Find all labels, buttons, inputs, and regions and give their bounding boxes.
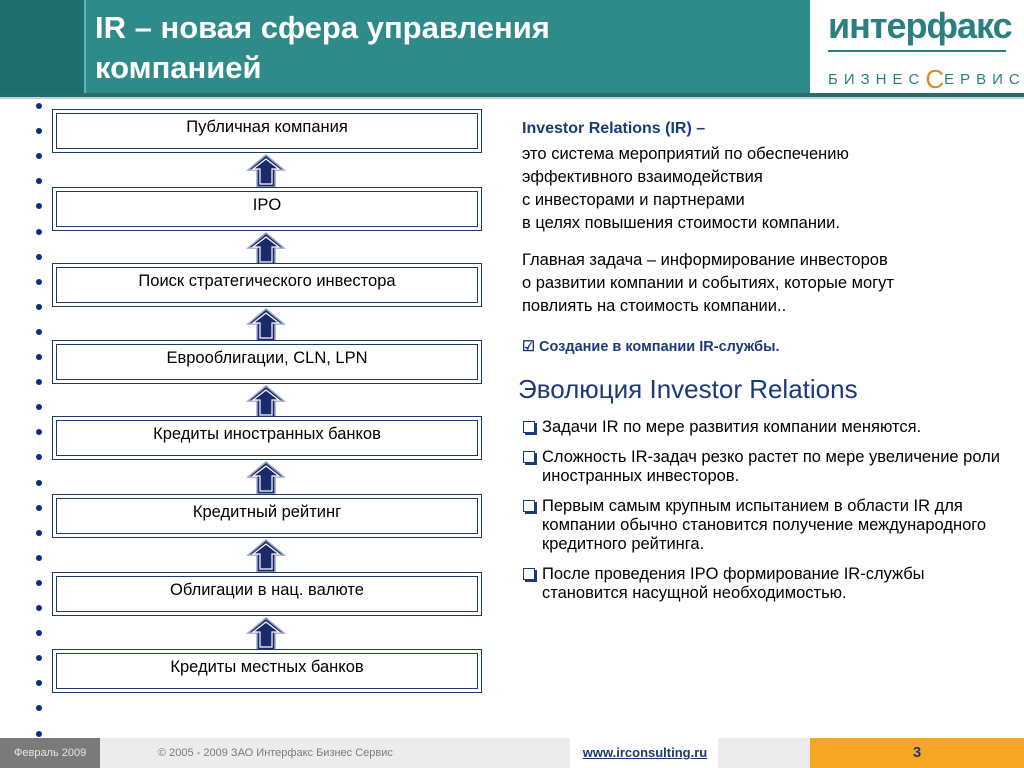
footer-copyright: © 2005 - 2009 ЗАО Интерфакс Бизнес Серви… [100, 738, 480, 768]
flow-step-box: Облигации в нац. валюте [52, 572, 482, 616]
bullet-dot-icon [36, 253, 42, 260]
bullet-dot-icon [36, 328, 42, 335]
bullet-dot-icon [36, 655, 42, 662]
flow-step-box: IPO [52, 187, 482, 231]
create-ir-service-text: Создание в компании IR-службы. [539, 339, 780, 355]
page-title-line2: компанией [95, 50, 262, 85]
bullet-dot-icon [36, 730, 42, 737]
bullet-dot-icon [36, 504, 42, 511]
up-arrow-icon [246, 539, 286, 573]
list-item: Сложность IR-задач резко растет по мере … [522, 448, 1002, 486]
bullet-dot-icon [36, 178, 42, 185]
interfax-logo: интерфакс БИЗНЕССЕРВИС [810, 0, 1024, 94]
list-item: После проведения IPO формирование IR-слу… [522, 565, 1002, 603]
square-bullet-icon [523, 421, 535, 433]
ir-definition-text: это система мероприятий по обеспечению э… [522, 145, 849, 232]
header-left-stripe [0, 0, 84, 93]
bullet-dot-icon [36, 228, 42, 235]
bullet-dot-icon [36, 404, 42, 411]
header-bottom-rule [0, 93, 1024, 97]
bullet-dot-icon [36, 529, 42, 536]
page-title-line1: IR – новая сфера управления [95, 10, 550, 45]
header-bottom-rule-light [0, 97, 1024, 99]
footer-date: Февраль 2009 [0, 738, 100, 768]
bullet-dot-icon [36, 153, 42, 160]
flow-step-box: Кредитный рейтинг [52, 494, 482, 538]
ir-definition-title: Investor Relations (IR) – [522, 120, 706, 137]
flow-step-box: Поиск стратегического инвестора [52, 263, 482, 307]
bullet-dot-icon [36, 705, 42, 712]
list-item: Первым самым крупным испытанием в област… [522, 497, 1002, 554]
evolution-list: Задачи IR по мере развития компании меня… [522, 418, 1002, 614]
bullet-dot-icon [36, 630, 42, 637]
bullet-dot-icon [36, 454, 42, 461]
header-divider [84, 0, 86, 93]
bullet-dot-icon [36, 103, 42, 109]
main-task-text: Главная задача – информирование инвестор… [522, 251, 894, 315]
bullet-dot-icon [36, 554, 42, 561]
evolution-heading: Эволюция Investor Relations [518, 374, 858, 404]
logo-underline [828, 50, 1006, 52]
up-arrow-icon [246, 385, 286, 419]
bullet-dot-icon [36, 354, 42, 360]
bullet-dot-icon [36, 379, 42, 386]
square-bullet-icon [523, 451, 535, 463]
bullet-dot-icon [36, 128, 42, 135]
bullet-dot-icon [36, 303, 42, 310]
create-ir-service-note: ☑ Создание в компании IR-службы. [522, 339, 780, 355]
footer: Февраль 2009 © 2005 - 2009 ЗАО Интерфакс… [0, 738, 1024, 768]
logo-sub-text: БИЗНЕССЕРВИС [828, 64, 1024, 94]
square-bullet-icon [523, 500, 535, 512]
header-bar: IR – новая сфера управления компанией [0, 0, 810, 93]
up-arrow-icon [246, 232, 286, 266]
flow-step-box: Кредиты местных банков [52, 649, 482, 693]
checkbox-checked-icon: ☑ [522, 339, 535, 355]
bullet-dot-icon [36, 203, 42, 210]
up-arrow-icon [246, 308, 286, 342]
footer-url-area: www.irconsulting.ru [480, 738, 810, 768]
square-bullet-icon [523, 568, 535, 580]
list-item: Задачи IR по мере развития компании меня… [522, 418, 1002, 437]
logo-main-text: интерфакс [828, 5, 1013, 46]
flow-step-box: Публичная компания [52, 109, 482, 153]
bullet-dot-icon [36, 429, 42, 436]
flow-step-box: Кредиты иностранных банков [52, 416, 482, 460]
up-arrow-icon [246, 617, 286, 651]
page-number: 3 [810, 738, 1024, 768]
up-arrow-icon [246, 154, 286, 188]
up-arrow-icon [246, 461, 286, 495]
footer-url-link[interactable]: www.irconsulting.ru [582, 745, 708, 760]
bullet-dot-icon [36, 605, 42, 611]
bullet-dot-icon [36, 680, 42, 687]
bullet-dot-icon [36, 479, 42, 486]
flow-step-box: Еврооблигации, CLN, LPN [52, 340, 482, 384]
page-title: IR – новая сфера управления компанией [95, 8, 795, 88]
bullet-dot-icon [36, 579, 42, 586]
bullet-dot-icon [36, 278, 42, 285]
